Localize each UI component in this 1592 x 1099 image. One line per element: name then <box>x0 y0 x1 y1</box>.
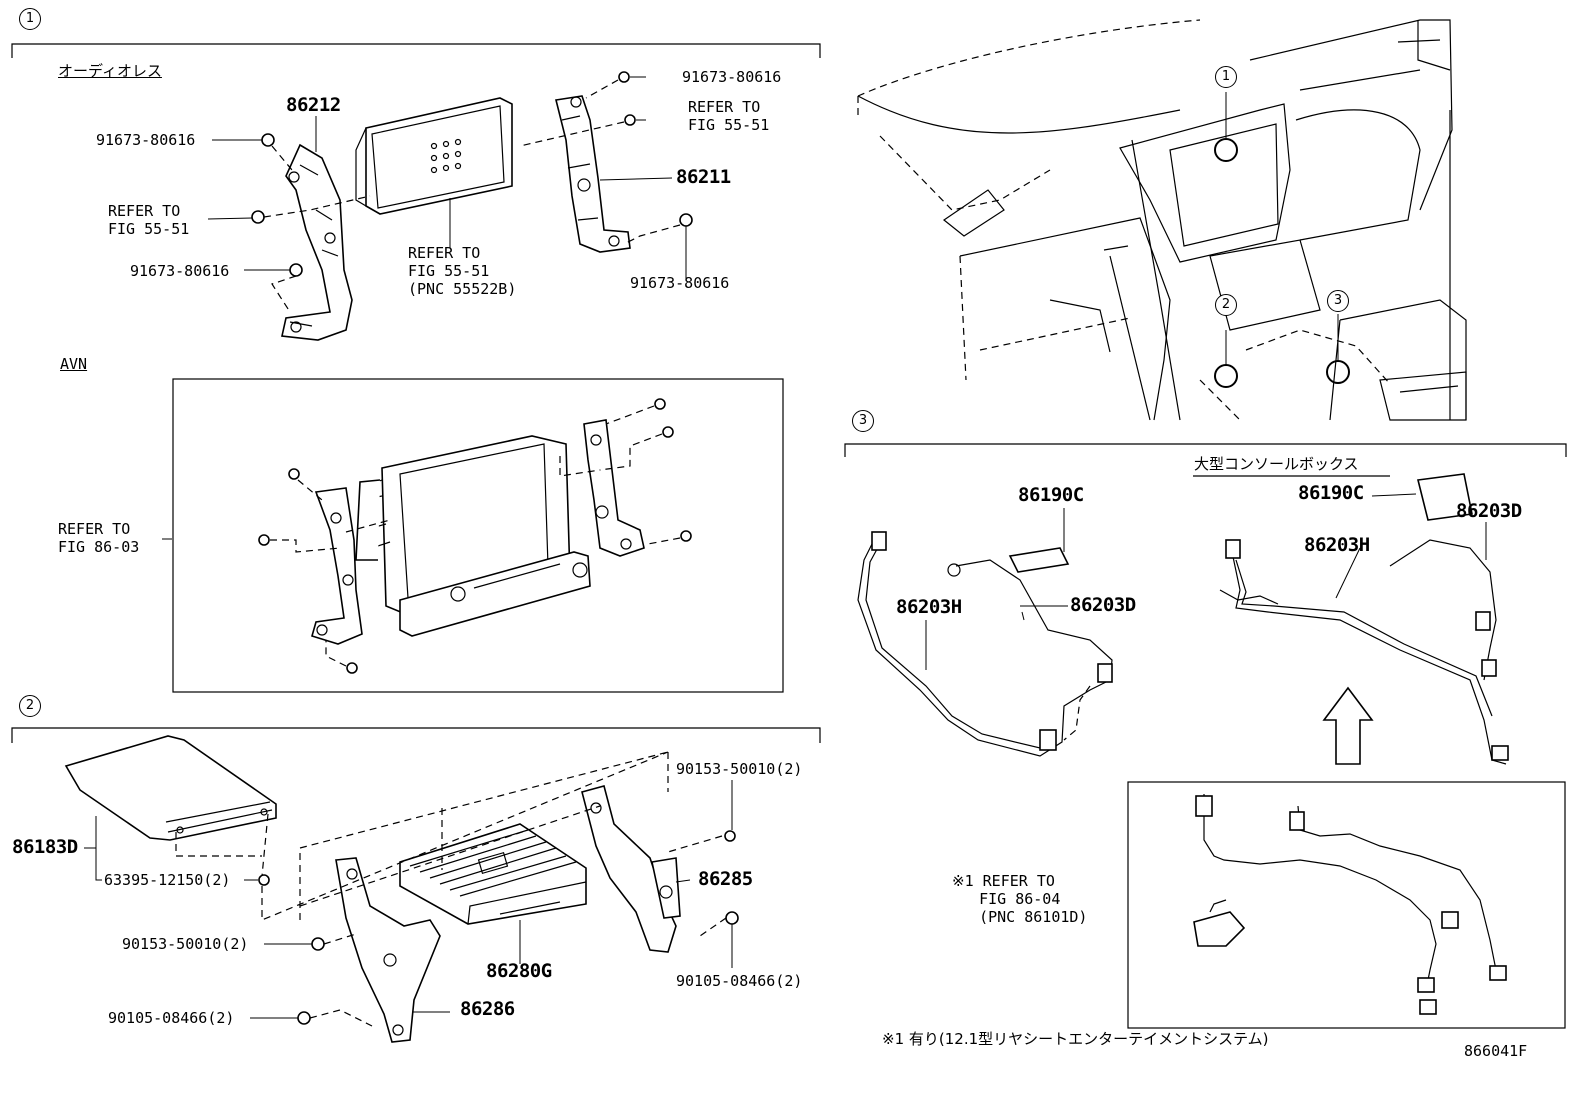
footnote-label: ※1 有り(12.1型リヤシートエンターテイメントシステム) <box>882 1030 1269 1048</box>
refer-fig-55-51-b: REFER TO FIG 55-51 <box>688 98 770 134</box>
overview-marker-3: 3 <box>1327 290 1349 312</box>
part-63395-label: 63395-12150(2) <box>104 871 231 889</box>
overview-leaders <box>1214 92 1350 388</box>
part-90153-top-label: 90153-50010(2) <box>676 760 803 778</box>
bracket-86286-drawing <box>335 857 441 1043</box>
part-86190C-label-a: 86190C <box>1018 484 1084 506</box>
section-3-bracket <box>844 443 1567 457</box>
section-2-bracket <box>11 727 821 743</box>
section1-fasteners <box>251 71 693 313</box>
figure-code-label: 866041F <box>1464 1042 1528 1060</box>
section-3-callout: 3 <box>852 410 874 432</box>
display-unit-drawing <box>355 97 513 215</box>
part-86286-label: 86286 <box>460 998 515 1020</box>
refer-fig-55-51-c: REFER TO FIG 55-51 (PNC 55522B) <box>408 244 517 298</box>
console-harness-frame <box>1127 781 1566 1029</box>
console-harness-detail-drawing <box>1193 794 1507 1015</box>
large-console-label: 大型コンソールボックス <box>1194 455 1359 473</box>
part-86212-label: 86212 <box>286 94 341 116</box>
part-86285-label: 86285 <box>698 868 753 890</box>
part-86211-label: 86211 <box>676 166 731 188</box>
refer-fig-86-03: REFER TO FIG 86-03 <box>58 520 140 556</box>
bracket-86212-drawing <box>281 143 353 341</box>
section-2-callout: 2 <box>19 695 41 717</box>
avn-bracket-left-drawing <box>311 487 363 645</box>
part-86203D-label-b: 86203D <box>1456 500 1522 522</box>
harness-left-drawing <box>857 531 1113 757</box>
amplifier-86280G-drawing <box>399 823 587 925</box>
part-90105-right-label: 90105-08466(2) <box>676 972 803 990</box>
section1-leaders <box>207 76 687 280</box>
part-86190C-label-b: 86190C <box>1298 482 1364 504</box>
section-1-bracket <box>11 43 821 58</box>
part-86280G-label: 86280G <box>486 960 552 982</box>
cover-86183D-drawing <box>64 735 277 841</box>
overview-marker-1: 1 <box>1215 66 1237 88</box>
part-86203H-label-b: 86203H <box>1304 534 1370 556</box>
bolt-91673-label-b: 91673-80616 <box>130 262 230 280</box>
part-86203D-label-a: 86203D <box>1070 594 1136 616</box>
section2-leaders <box>84 780 733 1019</box>
avn-bracket-right-drawing <box>583 419 645 557</box>
refer-fig-55-51-a: REFER TO FIG 55-51 <box>108 202 190 238</box>
variant-avn-label: AVN <box>60 355 88 373</box>
refer-fig-86-04-note: ※1 REFER TO FIG 86-04 (PNC 86101D) <box>952 872 1088 926</box>
harness-right-drawing <box>1219 473 1509 765</box>
part-86183D-label: 86183D <box>12 836 78 858</box>
avn-frame <box>172 378 784 693</box>
part-86203H-label-a: 86203H <box>896 596 962 618</box>
overview-marker-2: 2 <box>1215 294 1237 316</box>
part-90105-left-label: 90105-08466(2) <box>108 1009 235 1027</box>
variant-audioless-label: オーディオレス <box>58 62 162 80</box>
section-1-callout: 1 <box>19 8 41 30</box>
up-arrow-drawing <box>1322 686 1374 765</box>
bolt-91673-label-a: 91673-80616 <box>96 131 196 149</box>
bolt-91673-label-d: 91673-80616 <box>630 274 730 292</box>
dashboard-overview-drawing <box>857 19 1467 421</box>
bolt-91673-label-c: 91673-80616 <box>682 68 782 86</box>
part-90153-left-label: 90153-50010(2) <box>122 935 249 953</box>
bracket-86285-drawing <box>581 785 681 953</box>
section2-fasteners <box>175 751 739 1027</box>
bracket-86211-drawing <box>555 95 631 253</box>
section3-leaders <box>925 493 1487 670</box>
avn-unit-drawing <box>355 435 591 637</box>
avn-fasteners <box>162 398 692 674</box>
